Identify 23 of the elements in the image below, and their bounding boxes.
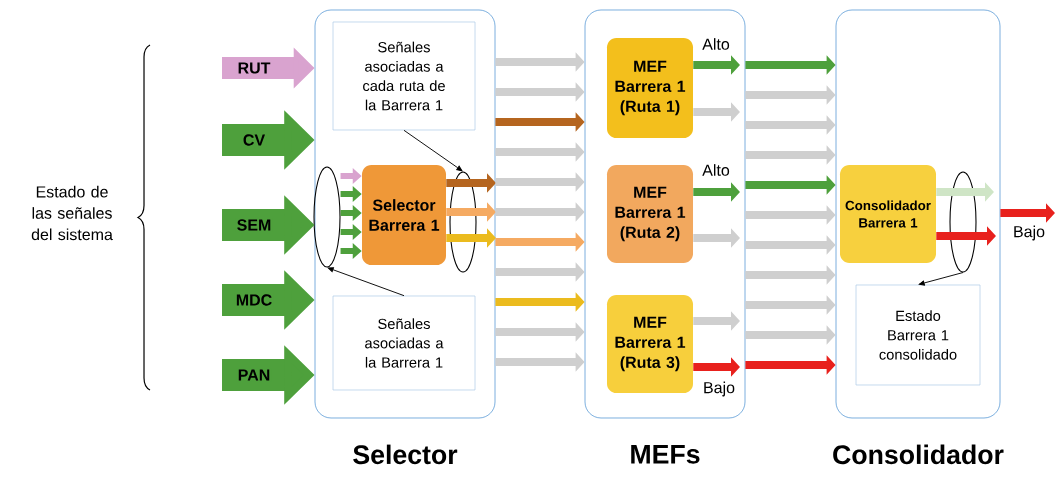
- description-text: Estado de las señales del sistema: [31, 185, 113, 241]
- selection-ellipse: [449, 171, 477, 273]
- note-box: Estado Barrera 1 consolidado: [855, 284, 981, 386]
- leader-line: [403, 129, 463, 172]
- stage-title: Selector: [353, 444, 458, 465]
- process-box: Consolidador Barrera 1: [840, 165, 936, 263]
- process-box: MEF Barrera 1 (Ruta 2): [607, 165, 693, 263]
- process-box: MEF Barrera 1 (Ruta 1): [607, 38, 693, 138]
- process-box: Selector Barrera 1: [362, 165, 446, 265]
- edge-label: SEM: [235, 218, 273, 232]
- stage-title: Consolidador: [833, 444, 1004, 465]
- edge-label: Bajo: [701, 380, 737, 398]
- note-box: Señales asociadas a la Barrera 1: [332, 295, 476, 391]
- edge-label: Bajo: [1011, 224, 1047, 242]
- note-box: Señales asociadas a cada ruta de la Barrera 1: [332, 21, 476, 131]
- leader-line: [327, 267, 405, 297]
- selection-ellipse: [313, 166, 341, 268]
- stage-title: MEFs: [631, 445, 700, 464]
- edge-label: RUT: [236, 61, 272, 75]
- process-box: MEF Barrera 1 (Ruta 3): [607, 295, 693, 393]
- selection-ellipse: [949, 171, 977, 273]
- edge-label: PAN: [236, 368, 272, 382]
- leader-line: [918, 272, 964, 286]
